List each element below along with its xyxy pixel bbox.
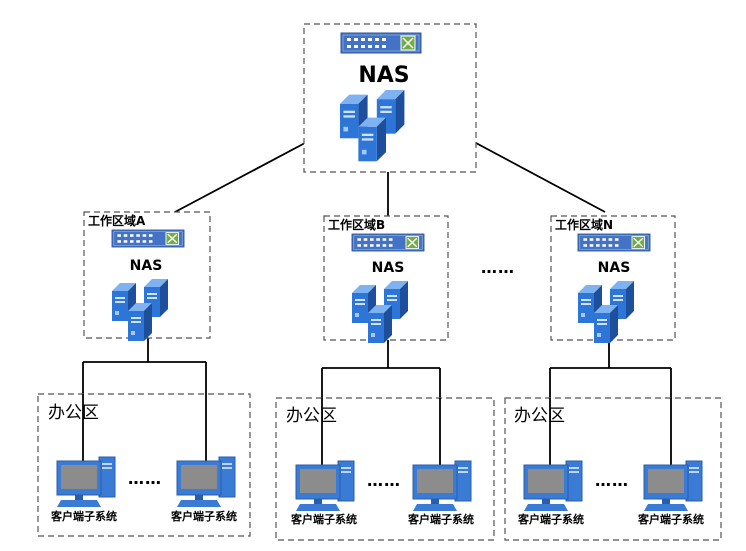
- office-b-client-1-label: 客户端子系统: [290, 512, 357, 526]
- area-b-nas-label: NAS: [372, 260, 405, 276]
- office-n-ellipsis: ……: [595, 471, 629, 490]
- link-central-to-area-n: [475, 142, 606, 213]
- area-n-nas-label: NAS: [598, 260, 631, 276]
- link-central-to-area-a: [174, 142, 306, 213]
- office-a-client-2-label: 客户端子系统: [170, 509, 237, 523]
- work-area-n: 工作区域N NAS: [550, 215, 676, 343]
- central-switch-icon: [340, 32, 422, 54]
- areas-ellipsis: ……: [481, 258, 515, 277]
- office-area-b: 办公区 …… 客户端子系统 客户端子系统: [275, 397, 495, 541]
- office-n-client-2-label: 客户端子系统: [637, 512, 704, 526]
- work-area-b: 工作区域B NAS: [323, 215, 449, 343]
- office-b-ellipsis: ……: [367, 471, 401, 490]
- area-n-switch-icon: [577, 233, 651, 252]
- office-area-a: 办公区 …… 客户端子系统 客户端子系统: [37, 393, 251, 537]
- work-area-a-title: 工作区域A: [88, 213, 146, 228]
- area-b-switch-icon: [351, 233, 425, 252]
- work-area-b-title: 工作区域B: [328, 217, 385, 232]
- office-a-ellipsis: ……: [128, 469, 162, 488]
- work-area-a: 工作区域A NAS: [83, 211, 211, 341]
- office-b-title: 办公区: [286, 406, 337, 426]
- central-nas: NAS: [303, 23, 477, 173]
- work-area-n-title: 工作区域N: [555, 217, 613, 232]
- area-a-switch-icon: [111, 229, 185, 248]
- office-area-n: 办公区 …… 客户端子系统 客户端子系统: [504, 397, 722, 541]
- office-b-client-2-label: 客户端子系统: [407, 512, 474, 526]
- office-a-client-1-label: 客户端子系统: [50, 509, 117, 523]
- office-a-title: 办公区: [48, 403, 99, 423]
- area-a-nas-label: NAS: [130, 258, 163, 274]
- office-n-title: 办公区: [514, 406, 565, 426]
- office-n-client-1-label: 客户端子系统: [517, 512, 584, 526]
- central-nas-label: NAS: [358, 63, 409, 88]
